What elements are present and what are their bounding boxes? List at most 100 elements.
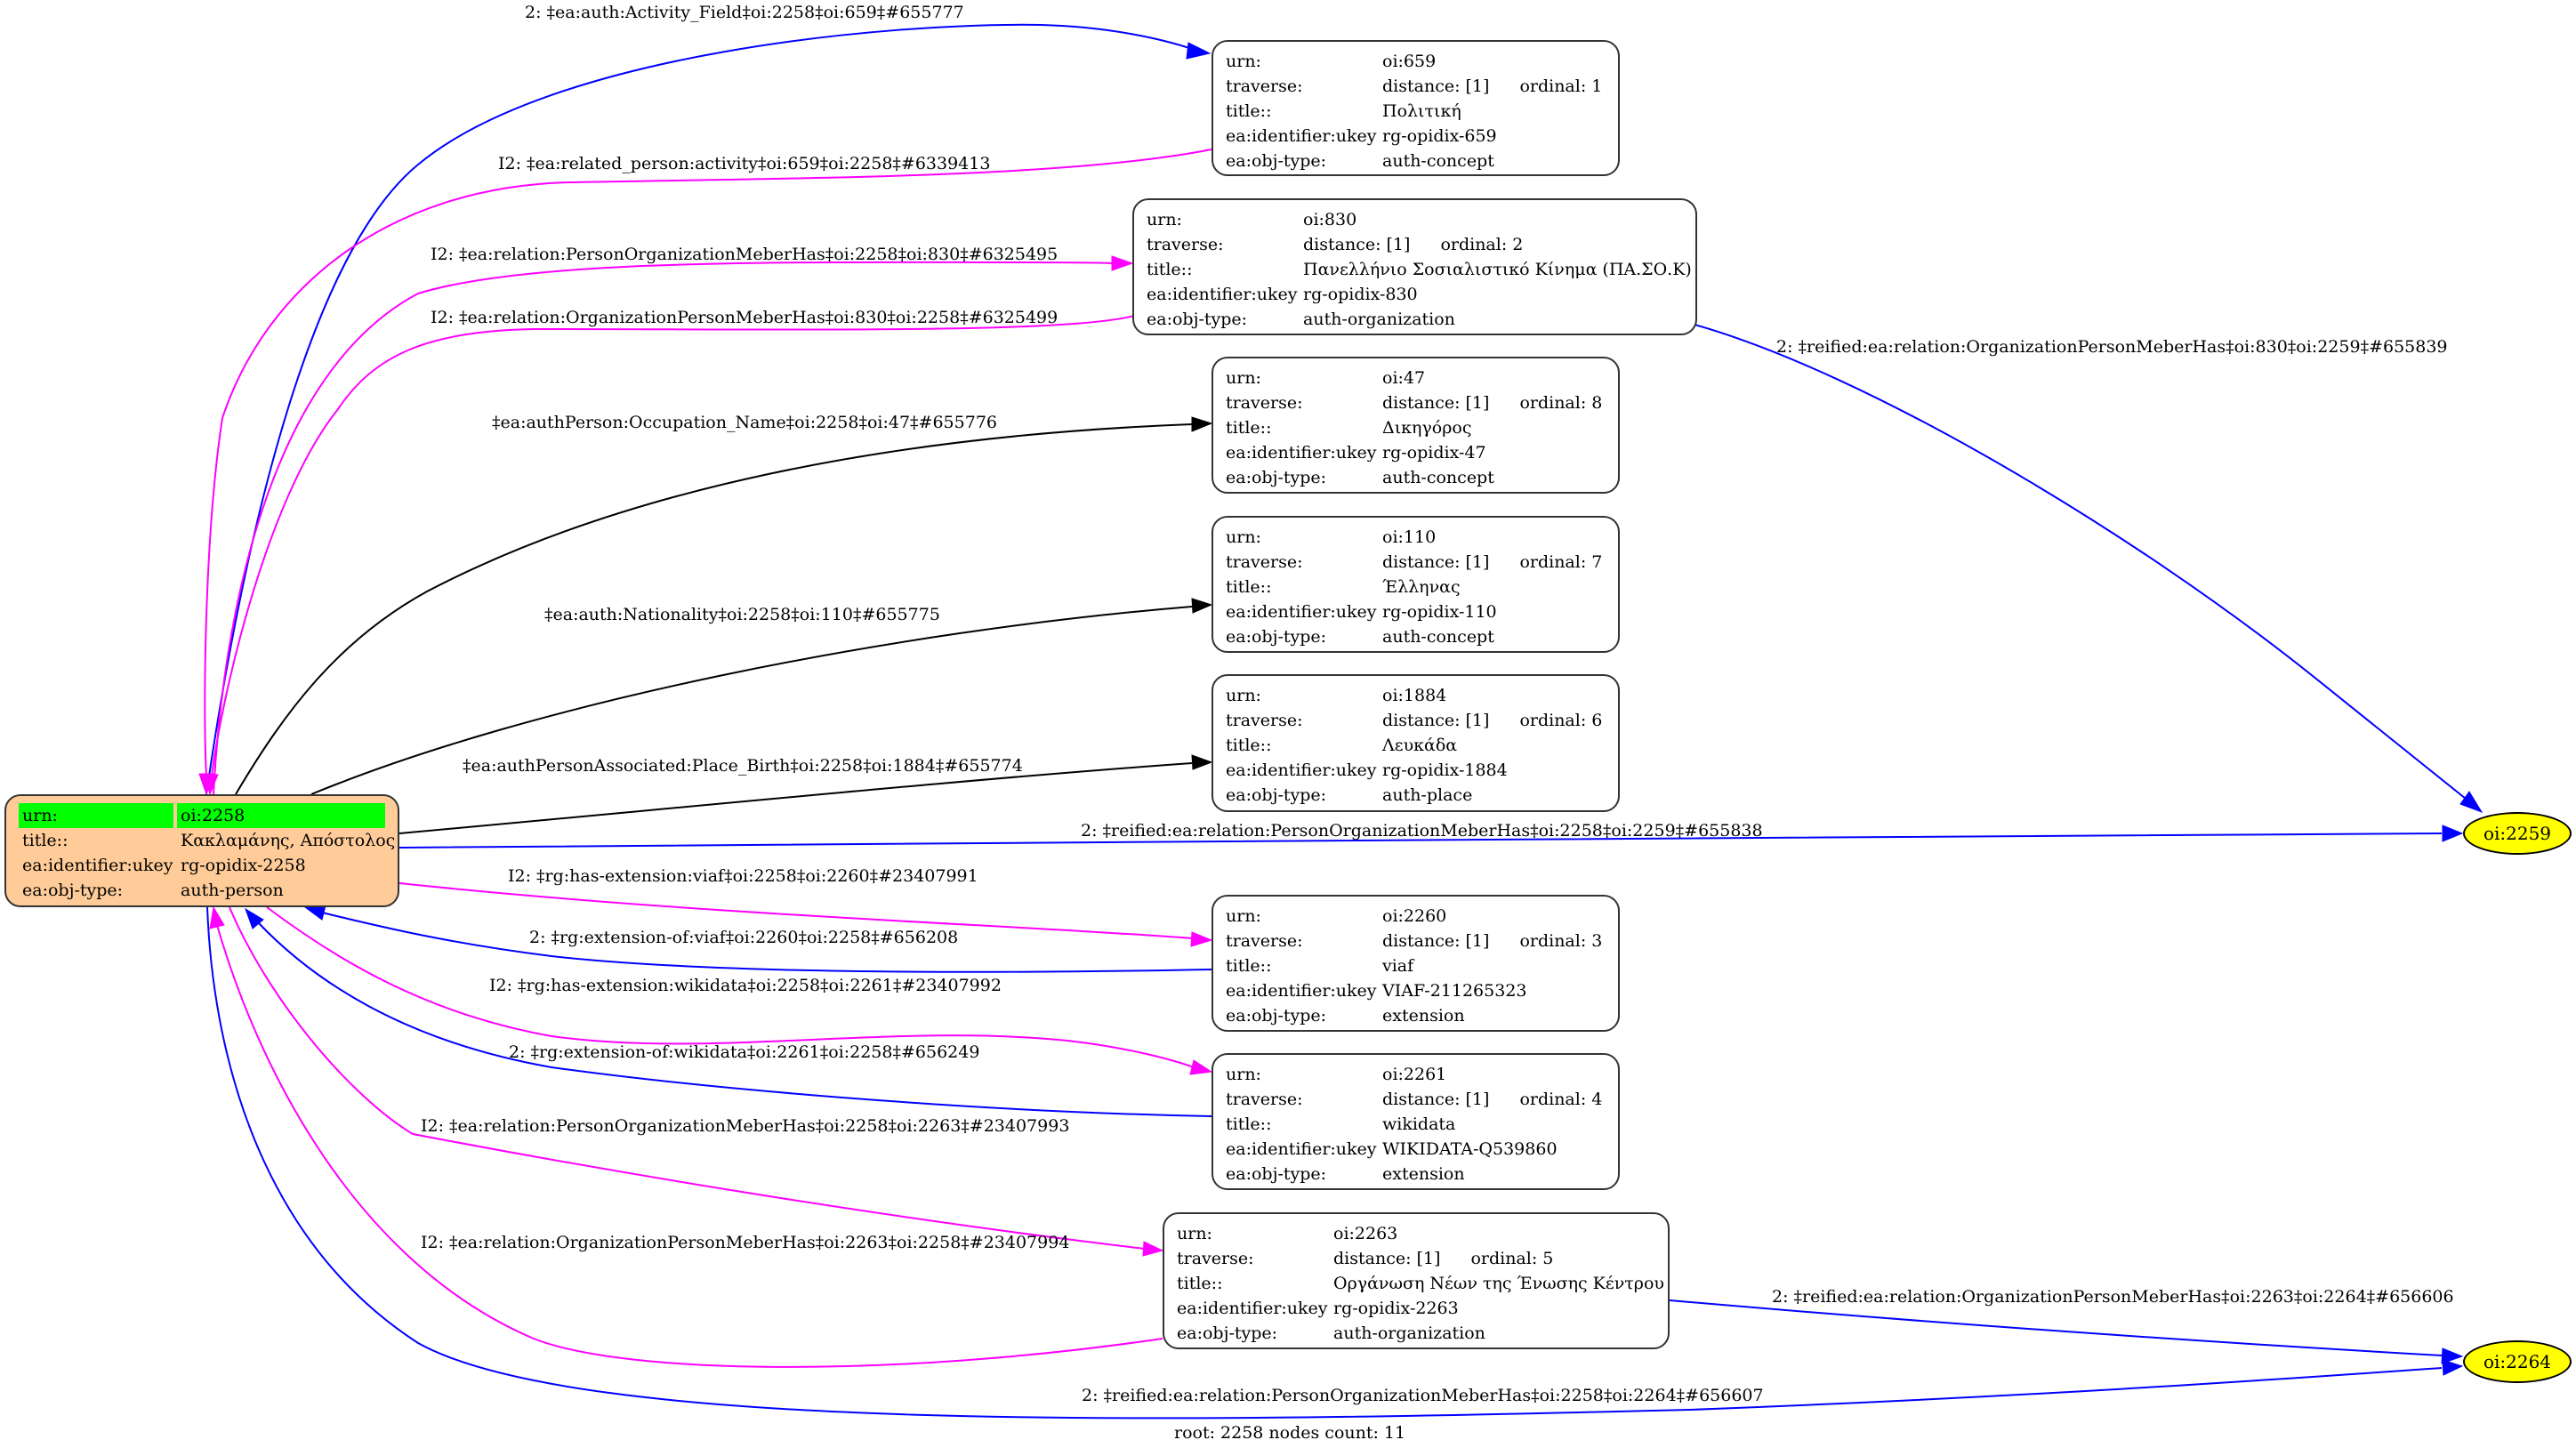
row-traverse: traverse:distance: [1]ordinal: 5 [1177,1246,1655,1271]
field-key: ea:identifier:ukey [1147,285,1298,304]
row-traverse: traverse:distance: [1]ordinal: 6 [1226,708,1606,733]
edge-person-org-2263[interactable]: I2: ‡ea:relation:PersonOrganizationMeber… [229,906,1164,1257]
leaf-label: oi:2259 [2483,823,2552,844]
field-value: oi:2263 [1333,1224,1398,1243]
edge-label: 2: ‡ea:auth:Activity_Field‡oi:2258‡oi:65… [525,3,964,22]
field-key: title:: [1147,260,1193,279]
field-value: wikidata [1382,1114,1456,1134]
row-title: title::viaf [1226,953,1606,978]
field-value: Κακλαμάνης, Απόστολος [181,831,396,850]
field-value: oi:47 [1382,368,1426,388]
leaf-label: oi:2264 [2483,1351,2552,1372]
edge-reified-2258-2264[interactable]: 2: ‡reified:ea:relation:PersonOrganizati… [206,906,2464,1420]
edge-reified-2263-2264[interactable]: 2: ‡reified:ea:relation:OrganizationPers… [1669,1287,2464,1364]
root-row-ukey: ea:identifier:ukey rg-opidix-2258 [19,853,385,878]
field-value: auth-concept [1382,468,1494,487]
field-key: ea:obj-type: [1226,627,1327,647]
field-value: distance: [1] [1382,76,1490,96]
field-value: rg-opidix-47 [1382,443,1486,463]
field-key: traverse: [1226,711,1303,730]
edge-label: ‡ea:auth:Nationality‡oi:2258‡oi:110‡#655… [544,605,940,624]
row-title: title::Πολιτική [1226,99,1606,124]
row-type: ea:obj-type:auth-concept [1226,624,1606,649]
field-key: urn: [1147,210,1182,229]
field-key: urn: [1226,368,1261,388]
edge-occupation[interactable]: ‡ea:authPerson:Occupation_Name‡oi:2258‡o… [235,413,1213,795]
field-value: distance: [1] [1382,552,1490,572]
row-traverse: traverse:distance: [1]ordinal: 1 [1226,74,1606,99]
leaf-node-oi-2264[interactable]: oi:2264 [2463,1340,2572,1383]
field-value: Λευκάδα [1382,736,1458,755]
ordinal-value: ordinal: 1 [1519,76,1603,96]
field-value: auth-concept [1382,151,1494,171]
ordinal-value: ordinal: 7 [1519,552,1603,572]
field-value: auth-person [181,881,284,900]
field-value: distance: [1] [1382,711,1490,730]
edge-has-extension-wikidata[interactable]: I2: ‡rg:has-extension:wikidata‡oi:2258‡o… [266,906,1213,1075]
leaf-node-oi-2259[interactable]: oi:2259 [2463,812,2572,855]
edge-label: I2: ‡rg:has-extension:viaf‡oi:2258‡oi:22… [508,866,978,886]
edge-activity-field[interactable]: 2: ‡ea:auth:Activity_Field‡oi:2258‡oi:65… [205,3,1212,795]
edge-label: I2: ‡ea:relation:OrganizationPersonMeber… [421,1233,1069,1252]
field-value: auth-organization [1303,310,1455,329]
edge-nationality[interactable]: ‡ea:auth:Nationality‡oi:2258‡oi:110‡#655… [310,598,1213,795]
field-value: oi:659 [1382,52,1437,71]
row-traverse: traverse:distance: [1]ordinal: 7 [1226,550,1606,575]
edge-reified-830-2259[interactable]: 2: ‡reified:ea:relation:OrganizationPers… [1694,324,2483,813]
ordinal-value: ordinal: 4 [1519,1090,1603,1109]
field-key: urn: [1226,52,1261,71]
field-value: viaf [1382,956,1414,976]
edge-label: I2: ‡ea:relation:OrganizationPersonMeber… [431,308,1058,327]
row-type: ea:obj-type:auth-concept [1226,149,1606,173]
edge-person-org-830[interactable]: I2: ‡ea:relation:PersonOrganizationMeber… [213,245,1134,795]
edge-extension-of-viaf[interactable]: 2: ‡rg:extension-of:viaf‡oi:2260‡oi:2258… [303,905,1212,973]
field-key: ea:identifier:ukey [1226,1139,1377,1159]
field-value: Δικηγόρος [1382,418,1472,438]
field-key: traverse: [1226,931,1303,951]
edges: 2: ‡ea:auth:Activity_Field‡oi:2258‡oi:65… [198,3,2483,1420]
row-title: title::Λευκάδα [1226,733,1606,758]
field-key: traverse: [1226,393,1303,413]
field-value: extension [1382,1164,1465,1184]
edge-extension-of-wikidata[interactable]: 2: ‡rg:extension-of:wikidata‡oi:2261‡oi:… [245,907,1212,1117]
row-urn: urn:oi:2263 [1177,1221,1655,1246]
row-urn: urn: oi:47 [1226,366,1606,390]
edge-place-birth[interactable]: ‡ea:authPersonAssociated:Place_Birth‡oi:… [398,754,1213,834]
field-value: Πολιτική [1382,101,1461,121]
edge-reified-2258-2259[interactable]: 2: ‡reified:ea:relation:PersonOrganizati… [398,821,2464,849]
root-row-type: ea:obj-type: auth-person [19,878,385,903]
field-key: urn: [1226,686,1261,705]
field-value: rg-opidix-110 [1382,602,1497,622]
field-key: urn: [1226,906,1261,926]
field-value: oi:1884 [1382,686,1447,705]
field-value: distance: [1] [1382,1090,1490,1109]
root-row-title: title:: Κακλαμάνης, Απόστολος [19,828,395,853]
field-key: ea:identifier:ukey [1226,602,1377,622]
field-value: auth-place [1382,785,1473,805]
edge-org-person-830[interactable]: I2: ‡ea:relation:OrganizationPersonMeber… [203,308,1135,796]
edge-label: ‡ea:authPerson:Occupation_Name‡oi:2258‡o… [492,413,997,432]
row-title: title::Πανελλήνιο Σοσιαλιστικό Κίνημα (Π… [1147,257,1692,282]
root-node-oi-2258[interactable]: urn: oi:2258 title:: Κακλαμάνης, Απόστολ… [4,794,399,907]
field-key: title:: [1226,956,1272,976]
field-value: distance: [1] [1382,931,1490,951]
row-urn: urn:oi:2260 [1226,904,1606,929]
row-traverse: traverse:distance: [1]ordinal: 8 [1226,390,1606,415]
field-key: title:: [22,831,68,850]
field-value: Έλληνας [1382,577,1461,597]
edge-org-person-2263[interactable]: I2: ‡ea:relation:OrganizationPersonMeber… [209,905,1163,1368]
edge-has-extension-viaf[interactable]: I2: ‡rg:has-extension:viaf‡oi:2258‡oi:22… [398,866,1213,947]
field-key: title:: [1226,736,1272,755]
